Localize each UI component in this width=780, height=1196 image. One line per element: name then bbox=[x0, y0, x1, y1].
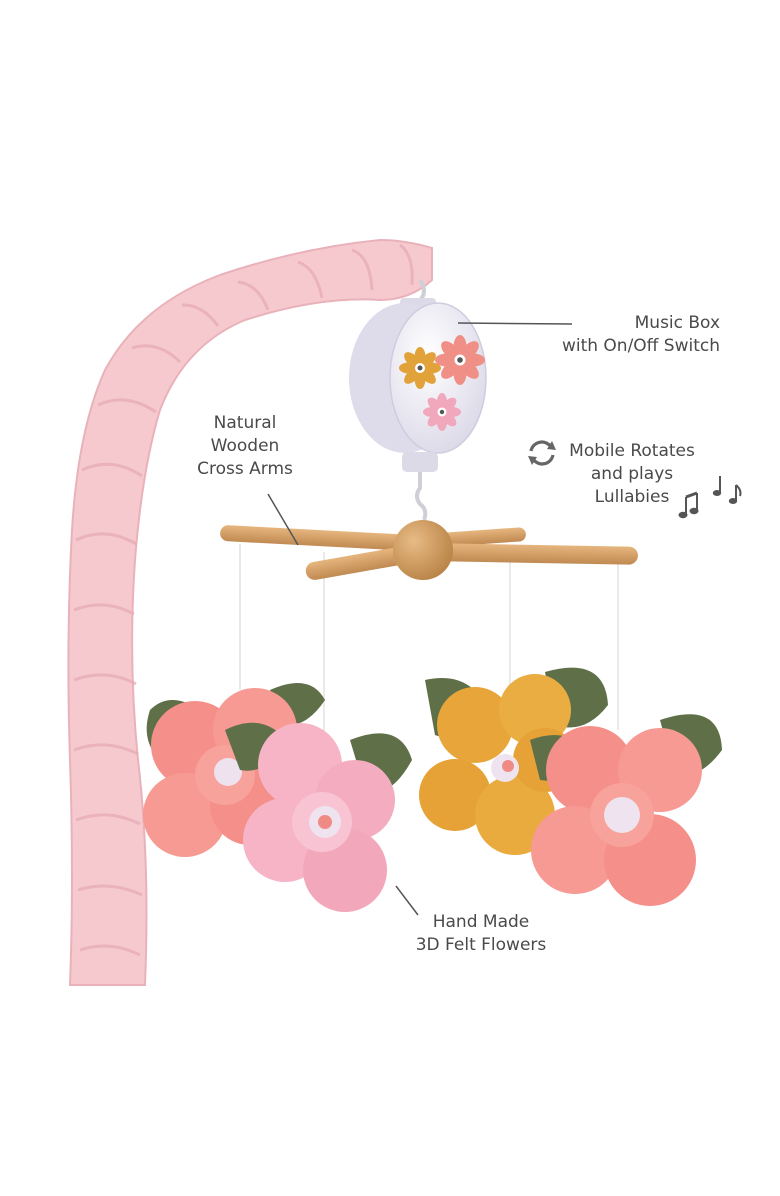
music-notes-icon bbox=[678, 476, 742, 519]
music-box-callout: Music Box with On/Off Switch bbox=[548, 312, 720, 358]
music-box bbox=[349, 298, 487, 472]
felt-flower-pink bbox=[225, 722, 412, 912]
felt-flowers-callout: Hand Made 3D Felt Flowers bbox=[406, 911, 556, 957]
felt-flowers-callout-line1: Hand Made bbox=[432, 912, 530, 932]
cross-arms-callout-line2: Wooden bbox=[210, 436, 280, 456]
rotate-arrows-icon bbox=[528, 440, 556, 466]
rotation-callout-line1: Mobile Rotates bbox=[569, 441, 695, 461]
music-box-leader bbox=[457, 322, 573, 325]
hanging-strings bbox=[239, 544, 619, 740]
cross-arms-leader bbox=[267, 493, 299, 546]
music-box-callout-line1: Music Box bbox=[634, 313, 720, 333]
rotation-callout: Mobile Rotates and plays Lullabies bbox=[566, 440, 698, 509]
music-box-callout-line2: with On/Off Switch bbox=[561, 336, 720, 356]
felt-flower-coral-right bbox=[530, 714, 722, 906]
cross-arms-callout: Natural Wooden Cross Arms bbox=[190, 412, 300, 481]
felt-flowers-leader bbox=[395, 885, 419, 916]
box-flower-yellow bbox=[399, 347, 441, 389]
rotation-callout-line3: Lullabies bbox=[594, 487, 670, 507]
mobile-arm-cover bbox=[67, 238, 433, 986]
box-flower-coral bbox=[435, 335, 485, 385]
felt-flowers-callout-line2: 3D Felt Flowers bbox=[415, 935, 547, 955]
callout-lines bbox=[267, 322, 573, 916]
box-flower-pink bbox=[423, 393, 461, 431]
cross-arms-callout-line3: Cross Arms bbox=[197, 459, 293, 479]
cross-arms-callout-line1: Natural bbox=[213, 413, 277, 433]
rotation-callout-line2: and plays bbox=[590, 464, 674, 484]
wooden-cross-arms bbox=[220, 520, 638, 580]
box-clip bbox=[415, 472, 428, 521]
mobile-hook bbox=[418, 278, 426, 302]
